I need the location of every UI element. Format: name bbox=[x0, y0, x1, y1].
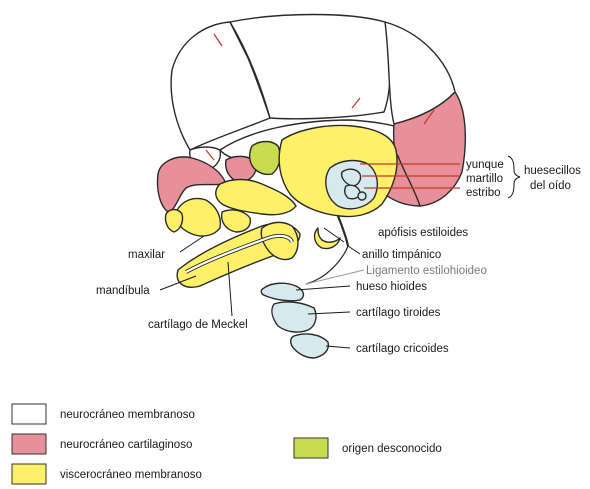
thyroid-cartilage bbox=[272, 302, 316, 332]
legend-swatch-viscerocraneo-membranoso bbox=[12, 464, 46, 484]
laryngeal-skeleton bbox=[261, 283, 328, 358]
label-apofisis-estiloides: apófisis estiloides bbox=[378, 227, 468, 239]
hyoid-bone bbox=[261, 283, 303, 301]
legend-swatch-neurocraneo-membranoso bbox=[12, 404, 46, 424]
legend-label-neurocraneo-cartilaginoso: neurocráneo cartilaginoso bbox=[60, 439, 192, 451]
ear-region bbox=[326, 161, 378, 209]
label-estribo: estribo bbox=[466, 187, 501, 199]
label-del-oido: del oído bbox=[530, 180, 571, 192]
label-cartilago-meckel: cartílago de Meckel bbox=[148, 319, 248, 331]
legend-item-viscerocraneo-membranoso: viscerocráneo membranoso bbox=[12, 464, 202, 484]
ossicles-brace bbox=[508, 156, 520, 198]
label-hueso-hioides: hueso hioides bbox=[356, 281, 427, 293]
ossicle-stapes bbox=[358, 192, 366, 200]
label-anillo-timpanico: anillo timpánico bbox=[362, 249, 441, 261]
label-ligamento: Ligamento estilohioideo bbox=[366, 265, 487, 277]
label-cartilago-tiroides: cartílago tiroides bbox=[356, 307, 441, 319]
legend-item-origen-desconocido: origen desconocido bbox=[294, 438, 442, 458]
stylohyoid-ligament bbox=[306, 246, 348, 284]
maxilla-process bbox=[222, 210, 251, 232]
legend-swatch-origen-desconocido bbox=[294, 438, 328, 458]
legend-swatch-neurocraneo-cartilaginoso bbox=[12, 434, 46, 454]
legend-label-viscerocraneo-membranoso: viscerocráneo membranoso bbox=[60, 469, 202, 481]
label-martillo: martillo bbox=[466, 173, 503, 185]
legend: neurocráneo membranoso neurocráneo carti… bbox=[12, 404, 442, 484]
legend-item-neurocraneo-membranoso: neurocráneo membranoso bbox=[12, 404, 195, 424]
label-mandibula: mandíbula bbox=[96, 285, 150, 297]
label-maxilar: maxilar bbox=[128, 249, 165, 261]
legend-item-neurocraneo-cartilaginoso: neurocráneo cartilaginoso bbox=[12, 434, 192, 454]
nasal-bone bbox=[165, 210, 182, 233]
cricoid-cartilage bbox=[291, 334, 329, 358]
tympanic-ring bbox=[315, 228, 340, 249]
label-yunque: yunque bbox=[466, 159, 504, 171]
label-cartilago-cricoides: cartílago cricoides bbox=[356, 343, 449, 355]
legend-label-neurocraneo-membranoso: neurocráneo membranoso bbox=[60, 409, 195, 421]
legend-label-origen-desconocido: origen desconocido bbox=[342, 443, 442, 455]
label-huesecillos: huesecillos bbox=[524, 165, 581, 177]
